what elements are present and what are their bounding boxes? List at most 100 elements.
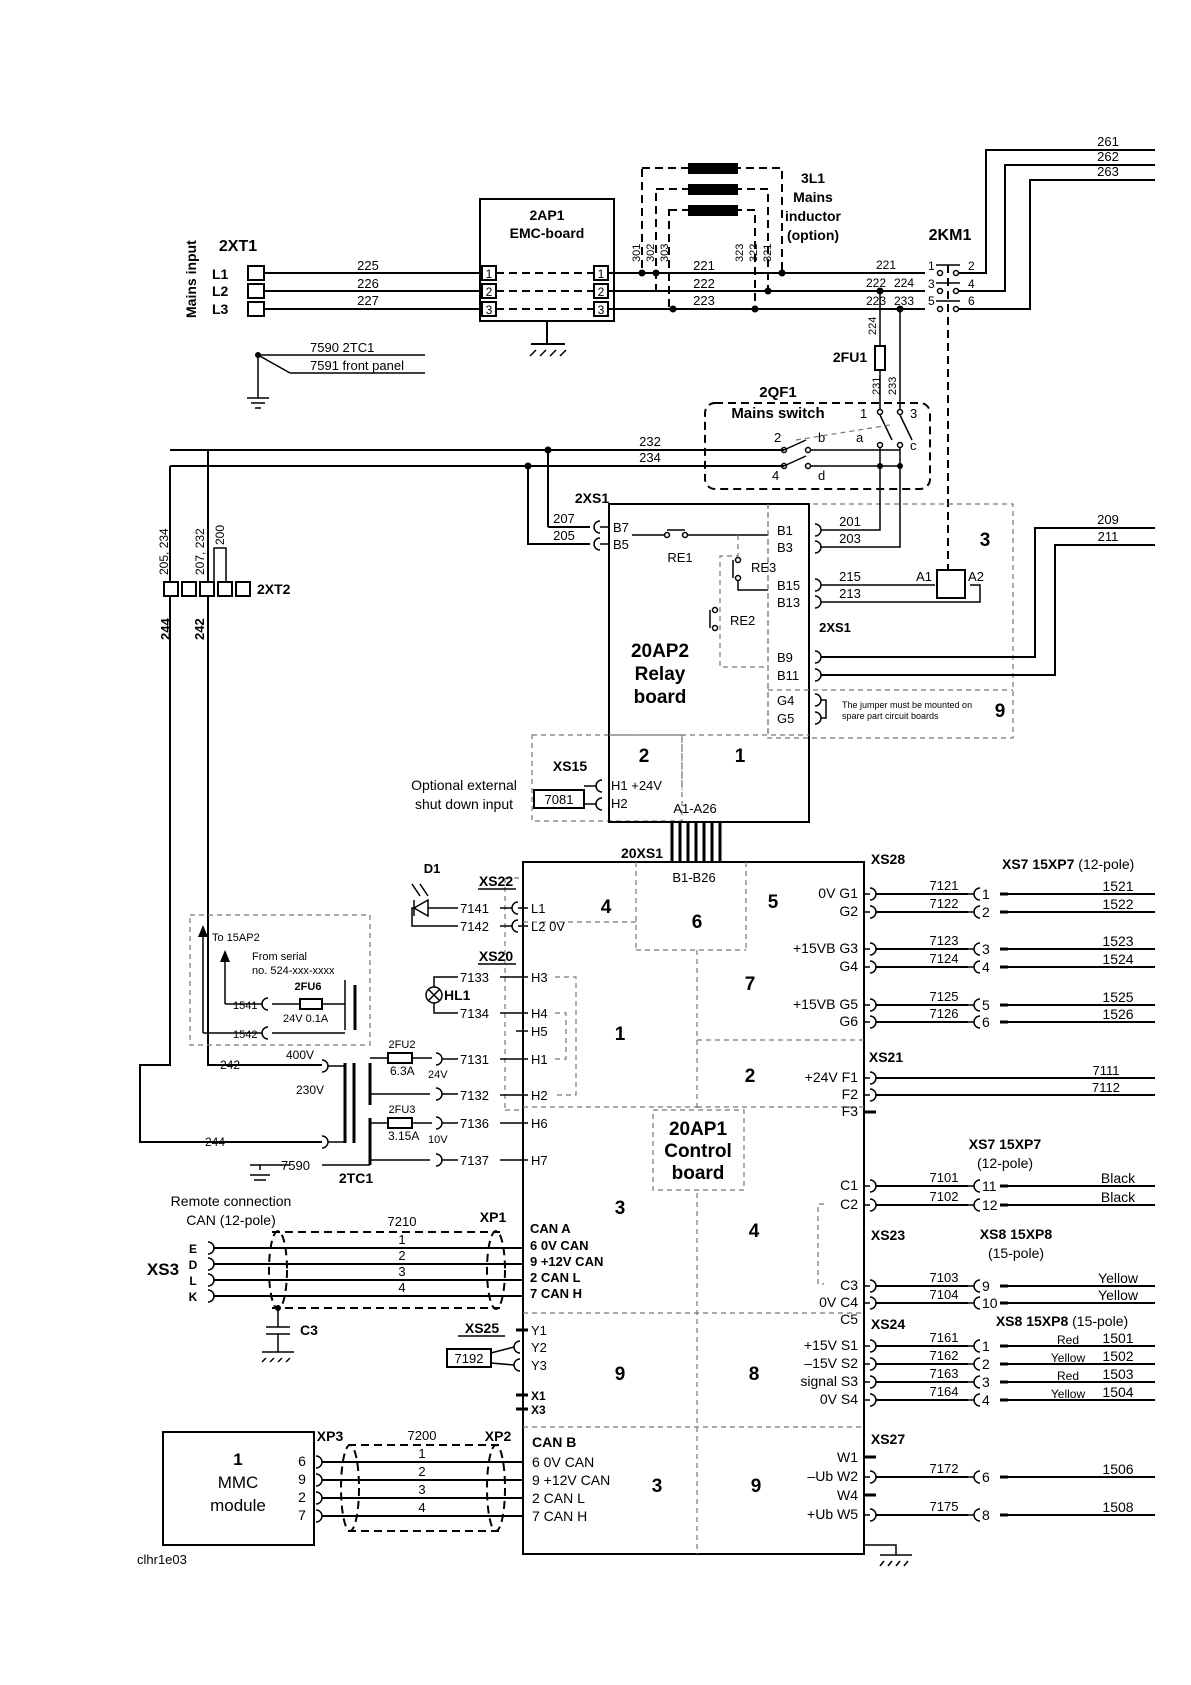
wire-7131: 7131: [460, 1052, 489, 1067]
emc-out-1: 1: [598, 267, 605, 281]
control-area-8: 8: [749, 1364, 760, 1385]
phase-l1: L1: [212, 266, 229, 282]
inductor-line2: inductor: [785, 208, 842, 224]
wire-221: 221: [693, 258, 715, 273]
relay-wire-213: 213: [839, 586, 861, 601]
xs7c-wire-label-0: 7101: [930, 1170, 959, 1185]
xs7c-socket-1: [869, 1198, 877, 1212]
wire-7137: 7137: [460, 1153, 489, 1168]
xs24-wire-label-1: 7162: [930, 1348, 959, 1363]
inductor-wire-301: 301: [631, 244, 643, 262]
xs24-out-2: 1503: [1102, 1366, 1133, 1382]
ribbon-20xs1: 20XS1: [621, 845, 663, 861]
xs28-pin-5: 6: [982, 1014, 990, 1030]
xs28-plug-1: [973, 905, 981, 919]
mains-switch-2qf1: 2QF1 Mains switch 1 3 2 b a c 4 d: [170, 384, 931, 503]
note-from-serial2: no. 524-xxx-xxxx: [252, 965, 335, 977]
relay-pin-g4: G4: [777, 693, 794, 708]
ext-shutdown-1: Optional external: [411, 777, 517, 793]
xs27-socket-1: [869, 1508, 877, 1522]
d1-label: D1: [424, 861, 441, 876]
xs24-wire-label-3: 7164: [930, 1384, 959, 1399]
relay-wire-201: 201: [839, 514, 861, 529]
xs24-out-3: 1504: [1102, 1384, 1133, 1400]
control-area-9a: 9: [615, 1364, 626, 1385]
xs15-h1: H1 +24V: [611, 778, 662, 793]
wire-1542: 1542: [233, 1029, 257, 1041]
pin-h7: H7: [531, 1153, 548, 1168]
relay-area-9: 9: [995, 701, 1006, 722]
xt2-section: 2XT2 205, 234 207, 232 200 244 242: [139, 450, 322, 1143]
relay-xs1-right: 2XS1: [819, 620, 851, 635]
xs24-color-1: Yellow: [1051, 1351, 1086, 1365]
pin-c2: C2: [840, 1196, 858, 1212]
relay-board-name2: Relay: [635, 664, 686, 685]
wire-226: 226: [357, 276, 379, 291]
pin-s3: signal S3: [800, 1373, 858, 1389]
control-board-name: 20AP1: [669, 1119, 728, 1140]
xs21-f2: F2: [842, 1086, 859, 1102]
control-area-6: 6: [692, 912, 703, 933]
xs7b-sub: (12-pole): [977, 1155, 1033, 1171]
inductor-line1: Mains: [793, 189, 833, 205]
pin-h1: H1: [531, 1052, 548, 1067]
mmc-pin-9: 9: [298, 1471, 306, 1487]
pin-c1: C1: [840, 1177, 858, 1193]
pin-y3: Y3: [531, 1358, 547, 1373]
xs28-pin-2: 3: [982, 941, 990, 957]
ground-note-line2: 7591 front panel: [310, 358, 404, 373]
xs27-plug-1: [973, 1508, 981, 1522]
relay-wire-203: 203: [839, 531, 861, 546]
pin-s1: +15V S1: [804, 1337, 858, 1353]
can-b-0v: 6 0V CAN: [532, 1454, 594, 1470]
xs28-socket-1: [869, 905, 877, 919]
fu2-unit: 24V: [428, 1069, 448, 1081]
can-a-title: CAN A: [530, 1221, 571, 1236]
xs3-label: XS3: [147, 1260, 179, 1279]
xs21-f1: +24V F1: [805, 1069, 859, 1085]
inductor-wire-323: 323: [734, 244, 746, 262]
pin-w1: W1: [837, 1449, 858, 1465]
relay-re1: RE1: [667, 550, 692, 565]
relay-re2: RE2: [730, 613, 755, 628]
pin-w2: –Ub W2: [807, 1468, 858, 1484]
relay-pin-b7: B7: [613, 520, 629, 535]
wire-7142: 7142: [460, 919, 489, 934]
wire-7132: 7132: [460, 1088, 489, 1103]
can-a-wire-3: 3: [398, 1264, 405, 1279]
qf-sub: Mains switch: [731, 405, 824, 422]
xs24-wire-label-0: 7161: [930, 1330, 959, 1345]
relay-pin-b5: B5: [613, 537, 629, 552]
pin-s4: 0V S4: [820, 1391, 858, 1407]
xs24-color-0: Red: [1057, 1333, 1079, 1347]
xs24-pin-1: 2: [982, 1356, 990, 1372]
xs28-socket-4: [869, 998, 877, 1012]
xs27-plug-0: [973, 1470, 981, 1484]
wire-7112: 7112: [1092, 1080, 1120, 1095]
xs20-label: XS20: [479, 948, 513, 964]
xs3-pin-l: L: [189, 1274, 196, 1288]
box-7081: 7081: [545, 792, 574, 807]
xs24-color-3: Yellow: [1051, 1387, 1086, 1401]
xs27-out-1: 1508: [1102, 1499, 1133, 1515]
tc-400v: 400V: [286, 1048, 314, 1062]
xs28-socket-2: [869, 942, 877, 956]
ground-note: 7590 2TC1 7591 front panel: [247, 340, 425, 409]
xs7c-wire-label-1: 7102: [930, 1189, 959, 1204]
xs24-socket-0: [869, 1339, 877, 1353]
qf-pin-3: 3: [910, 406, 917, 421]
emc-out-2: 2: [598, 285, 605, 299]
remote-connection-2: CAN (12-pole): [186, 1212, 275, 1228]
xs28-out-5: 1526: [1102, 1006, 1133, 1022]
km-wire-224: 224: [894, 276, 914, 290]
wire-7134: 7134: [460, 1006, 489, 1021]
contactor-2km1: 2KM1 221 222 224 223 233 1 3 5 2 4 6: [866, 134, 1155, 575]
relay-re3: RE3: [751, 560, 776, 575]
xs24-socket-1: [869, 1357, 877, 1371]
fu1-out-233: 233: [887, 377, 899, 395]
xs28-plug-3: [973, 960, 981, 974]
km-pin-6: 6: [968, 294, 975, 308]
control-board-name2: Control: [664, 1141, 732, 1162]
can-b-title: CAN B: [532, 1434, 576, 1450]
